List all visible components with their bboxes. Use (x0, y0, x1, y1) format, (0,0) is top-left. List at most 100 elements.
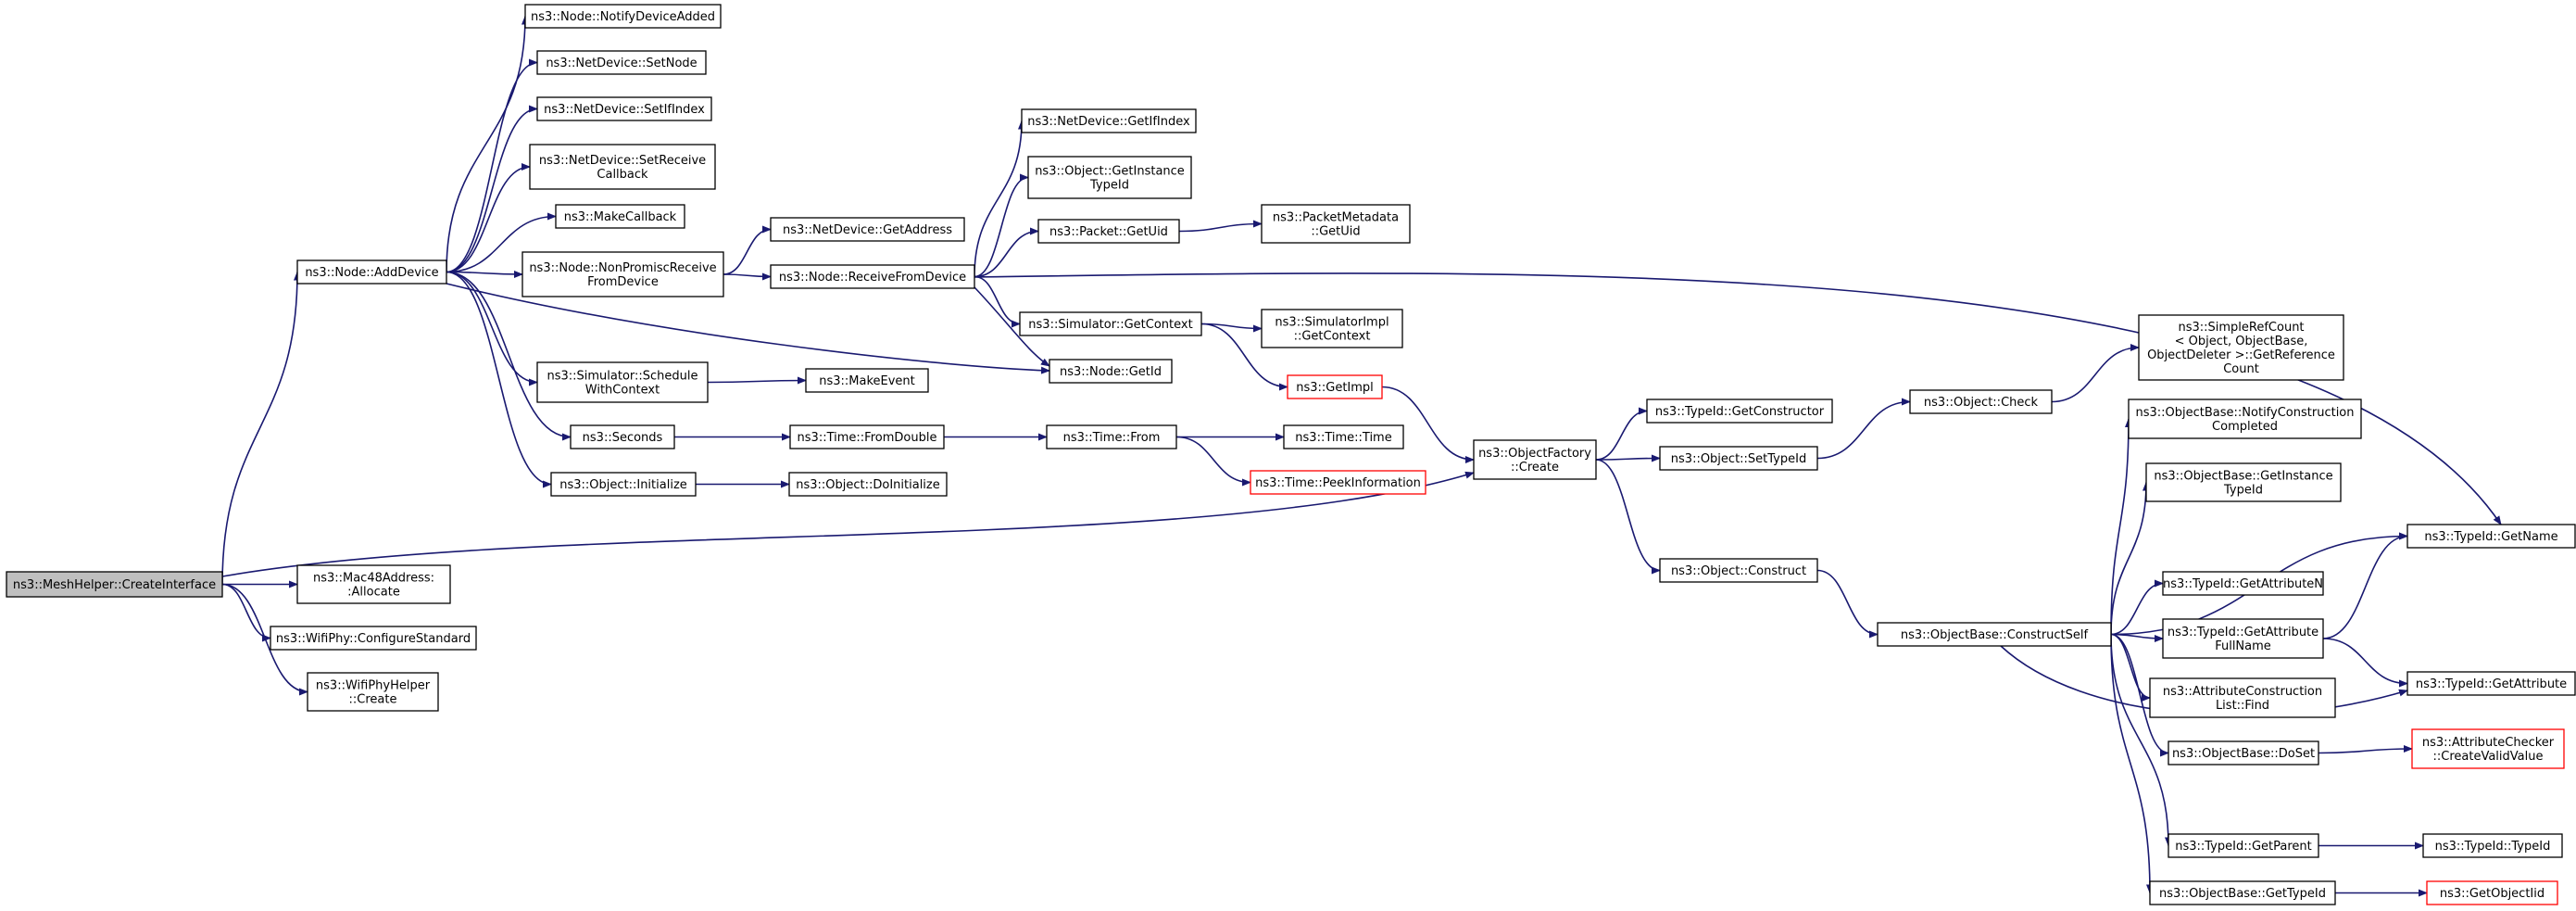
node-label: ns3::MakeEvent (819, 374, 915, 388)
node-label: ns3::TypeId::GetAttribute (2168, 626, 2318, 639)
graph-node-getName[interactable]: ns3::TypeId::GetName (2406, 524, 2576, 549)
graph-node-simImplCtx[interactable]: ns3::SimulatorImpl::GetContext (1261, 309, 1403, 348)
edge-path (446, 271, 552, 488)
graph-node-peekInfo[interactable]: ns3::Time::PeekInformation (1250, 470, 1426, 495)
graph-node-getAddress[interactable]: ns3::NetDevice::GetAddress (770, 217, 965, 242)
graph-node-getConstructor[interactable]: ns3::TypeId::GetConstructor (1646, 399, 1833, 424)
node-label: TypeId (2223, 484, 2263, 498)
edge-path (1175, 436, 1251, 487)
graph-node-baseGetTypeId[interactable]: ns3::ObjectBase::GetTypeId (2149, 880, 2336, 905)
graph-node-getAttribute[interactable]: ns3::TypeId::GetAttribute (2406, 671, 2576, 696)
node-label: ns3::ObjectFactory (1478, 447, 1591, 461)
node-box (6, 571, 223, 598)
edge-path (221, 271, 301, 585)
node-box (2406, 671, 2576, 696)
graph-node-getObjectIid[interactable]: ns3::GetObjectIid (2426, 880, 2558, 905)
call-edge (2110, 634, 2172, 847)
call-edge (1816, 398, 1911, 460)
call-edge (1595, 407, 1648, 461)
graph-node-configStd[interactable]: ns3::WifiPhy::ConfigureStandard (270, 626, 477, 651)
graph-node-packetUid[interactable]: ns3::Packet::GetUid (1037, 219, 1180, 244)
node-box (805, 368, 929, 393)
edge-path (2110, 633, 2164, 642)
node-box (529, 144, 716, 190)
graph-node-receiveFrom[interactable]: ns3::Node::ReceiveFromDevice (770, 264, 975, 289)
node-label: ns3::Node::AddDevice (305, 266, 438, 280)
edge-path (1381, 386, 1475, 463)
graph-node-simpleRef[interactable]: ns3::SimpleRefCount< Object, ObjectBase,… (2138, 314, 2344, 381)
graph-node-getIfIndex[interactable]: ns3::NetDevice::GetIfIndex (1021, 108, 1197, 133)
graph-node-getImpl[interactable]: ns3::GetImpl (1287, 374, 1383, 399)
node-label: ns3::Time::Time (1295, 431, 1391, 445)
graph-node-objConstruct[interactable]: ns3::Object::Construct (1659, 558, 1818, 583)
node-box (307, 672, 439, 712)
graph-node-objCheck[interactable]: ns3::Object::Check (1909, 389, 2053, 414)
node-box (788, 472, 948, 497)
graph-node-createValid[interactable]: ns3::AttributeChecker::CreateValidValue (2411, 728, 2565, 769)
node-label: ns3::Node::GetId (1060, 365, 1162, 379)
graph-node-seconds[interactable]: ns3::Seconds (570, 424, 675, 449)
node-label: ns3::TypeId::GetConstructor (1655, 405, 1825, 419)
graph-node-fromDouble[interactable]: ns3::Time::FromDouble (789, 424, 945, 449)
call-edge (974, 275, 1021, 328)
graph-node-getParent[interactable]: ns3::TypeId::GetParent (2168, 833, 2319, 858)
graph-node-addDevice[interactable]: ns3::Node::AddDevice (296, 259, 447, 285)
edge-path (723, 272, 772, 281)
graph-node-setTypeId[interactable]: ns3::Object::SetTypeId (1659, 446, 1818, 471)
graph-node-doInit[interactable]: ns3::Object::DoInitialize (788, 472, 948, 497)
graph-node-objInit[interactable]: ns3::Object::Initialize (550, 472, 697, 497)
node-label: ns3::WifiPhy::ConfigureStandard (276, 632, 471, 646)
node-label: ns3::NetDevice::GetAddress (783, 223, 952, 237)
graph-node-getAttrN[interactable]: ns3::TypeId::GetAttributeN (2162, 571, 2324, 596)
graph-node-setIfIndex[interactable]: ns3::NetDevice::SetIfIndex (536, 96, 712, 121)
graph-node-simGetContext[interactable]: ns3::Simulator::GetContext (1019, 311, 1202, 336)
call-edge (1178, 220, 1263, 233)
graph-node-makeCallback[interactable]: ns3::MakeCallback (555, 204, 685, 229)
graph-node-constructSelf[interactable]: ns3::ObjectBase::ConstructSelf (1877, 622, 2112, 647)
edge-path (1178, 220, 1263, 233)
node-label: ::Create (349, 693, 397, 707)
graph-node-timeFrom[interactable]: ns3::Time::From (1046, 424, 1177, 449)
node-box (296, 259, 447, 285)
graph-node-phyHelperCreate[interactable]: ns3::WifiPhyHelper::Create (307, 672, 439, 712)
node-label: ns3::ObjectBase::ConstructSelf (1901, 628, 2089, 642)
node-label: ns3::MakeCallback (564, 210, 677, 224)
node-label: ns3::AttributeConstruction (2163, 685, 2322, 699)
call-edge (974, 227, 1039, 278)
graph-node-nodeGetId[interactable]: ns3::Node::GetId (1049, 359, 1173, 384)
graph-node-root[interactable]: ns3::MeshHelper::CreateInterface (6, 571, 223, 598)
graph-node-timeTime[interactable]: ns3::Time::Time (1283, 424, 1404, 449)
node-box (524, 4, 722, 29)
node-label: ns3::TypeId::GetAttributeN (2163, 577, 2323, 591)
call-edge (446, 270, 523, 278)
graph-node-factoryCreate[interactable]: ns3::ObjectFactory::Create (1473, 439, 1597, 480)
node-label: ns3::NetDevice::GetIfIndex (1027, 115, 1190, 129)
call-edge (2110, 418, 2132, 635)
node-box (1659, 446, 1818, 471)
graph-node-setNode[interactable]: ns3::NetDevice::SetNode (536, 50, 707, 75)
call-edge (446, 212, 557, 273)
graph-node-macAllocate[interactable]: ns3::Mac48Address::Allocate (296, 564, 451, 604)
node-label: Completed (2212, 420, 2278, 434)
graph-node-notifyAdded[interactable]: ns3::Node::NotifyDeviceAdded (524, 4, 722, 29)
call-edge (2051, 344, 2140, 403)
node-label: WithContext (585, 384, 660, 398)
node-box (550, 472, 697, 497)
graph-node-doSet[interactable]: ns3::ObjectBase::DoSet (2168, 740, 2319, 765)
node-label: ns3::TypeId::GetName (2424, 530, 2557, 544)
graph-node-notifyConstr[interactable]: ns3::ObjectBase::NotifyConstructionCompl… (2128, 399, 2362, 439)
node-box (1877, 622, 2112, 647)
graph-node-typeIdTypeId[interactable]: ns3::TypeId::TypeId (2422, 833, 2563, 858)
node-label: :Allocate (347, 586, 400, 600)
graph-node-metaUid[interactable]: ns3::PacketMetadata::GetUid (1261, 204, 1411, 244)
graph-node-makeEvent[interactable]: ns3::MakeEvent (805, 368, 929, 393)
node-box (296, 564, 451, 604)
call-edge (2110, 633, 2169, 757)
